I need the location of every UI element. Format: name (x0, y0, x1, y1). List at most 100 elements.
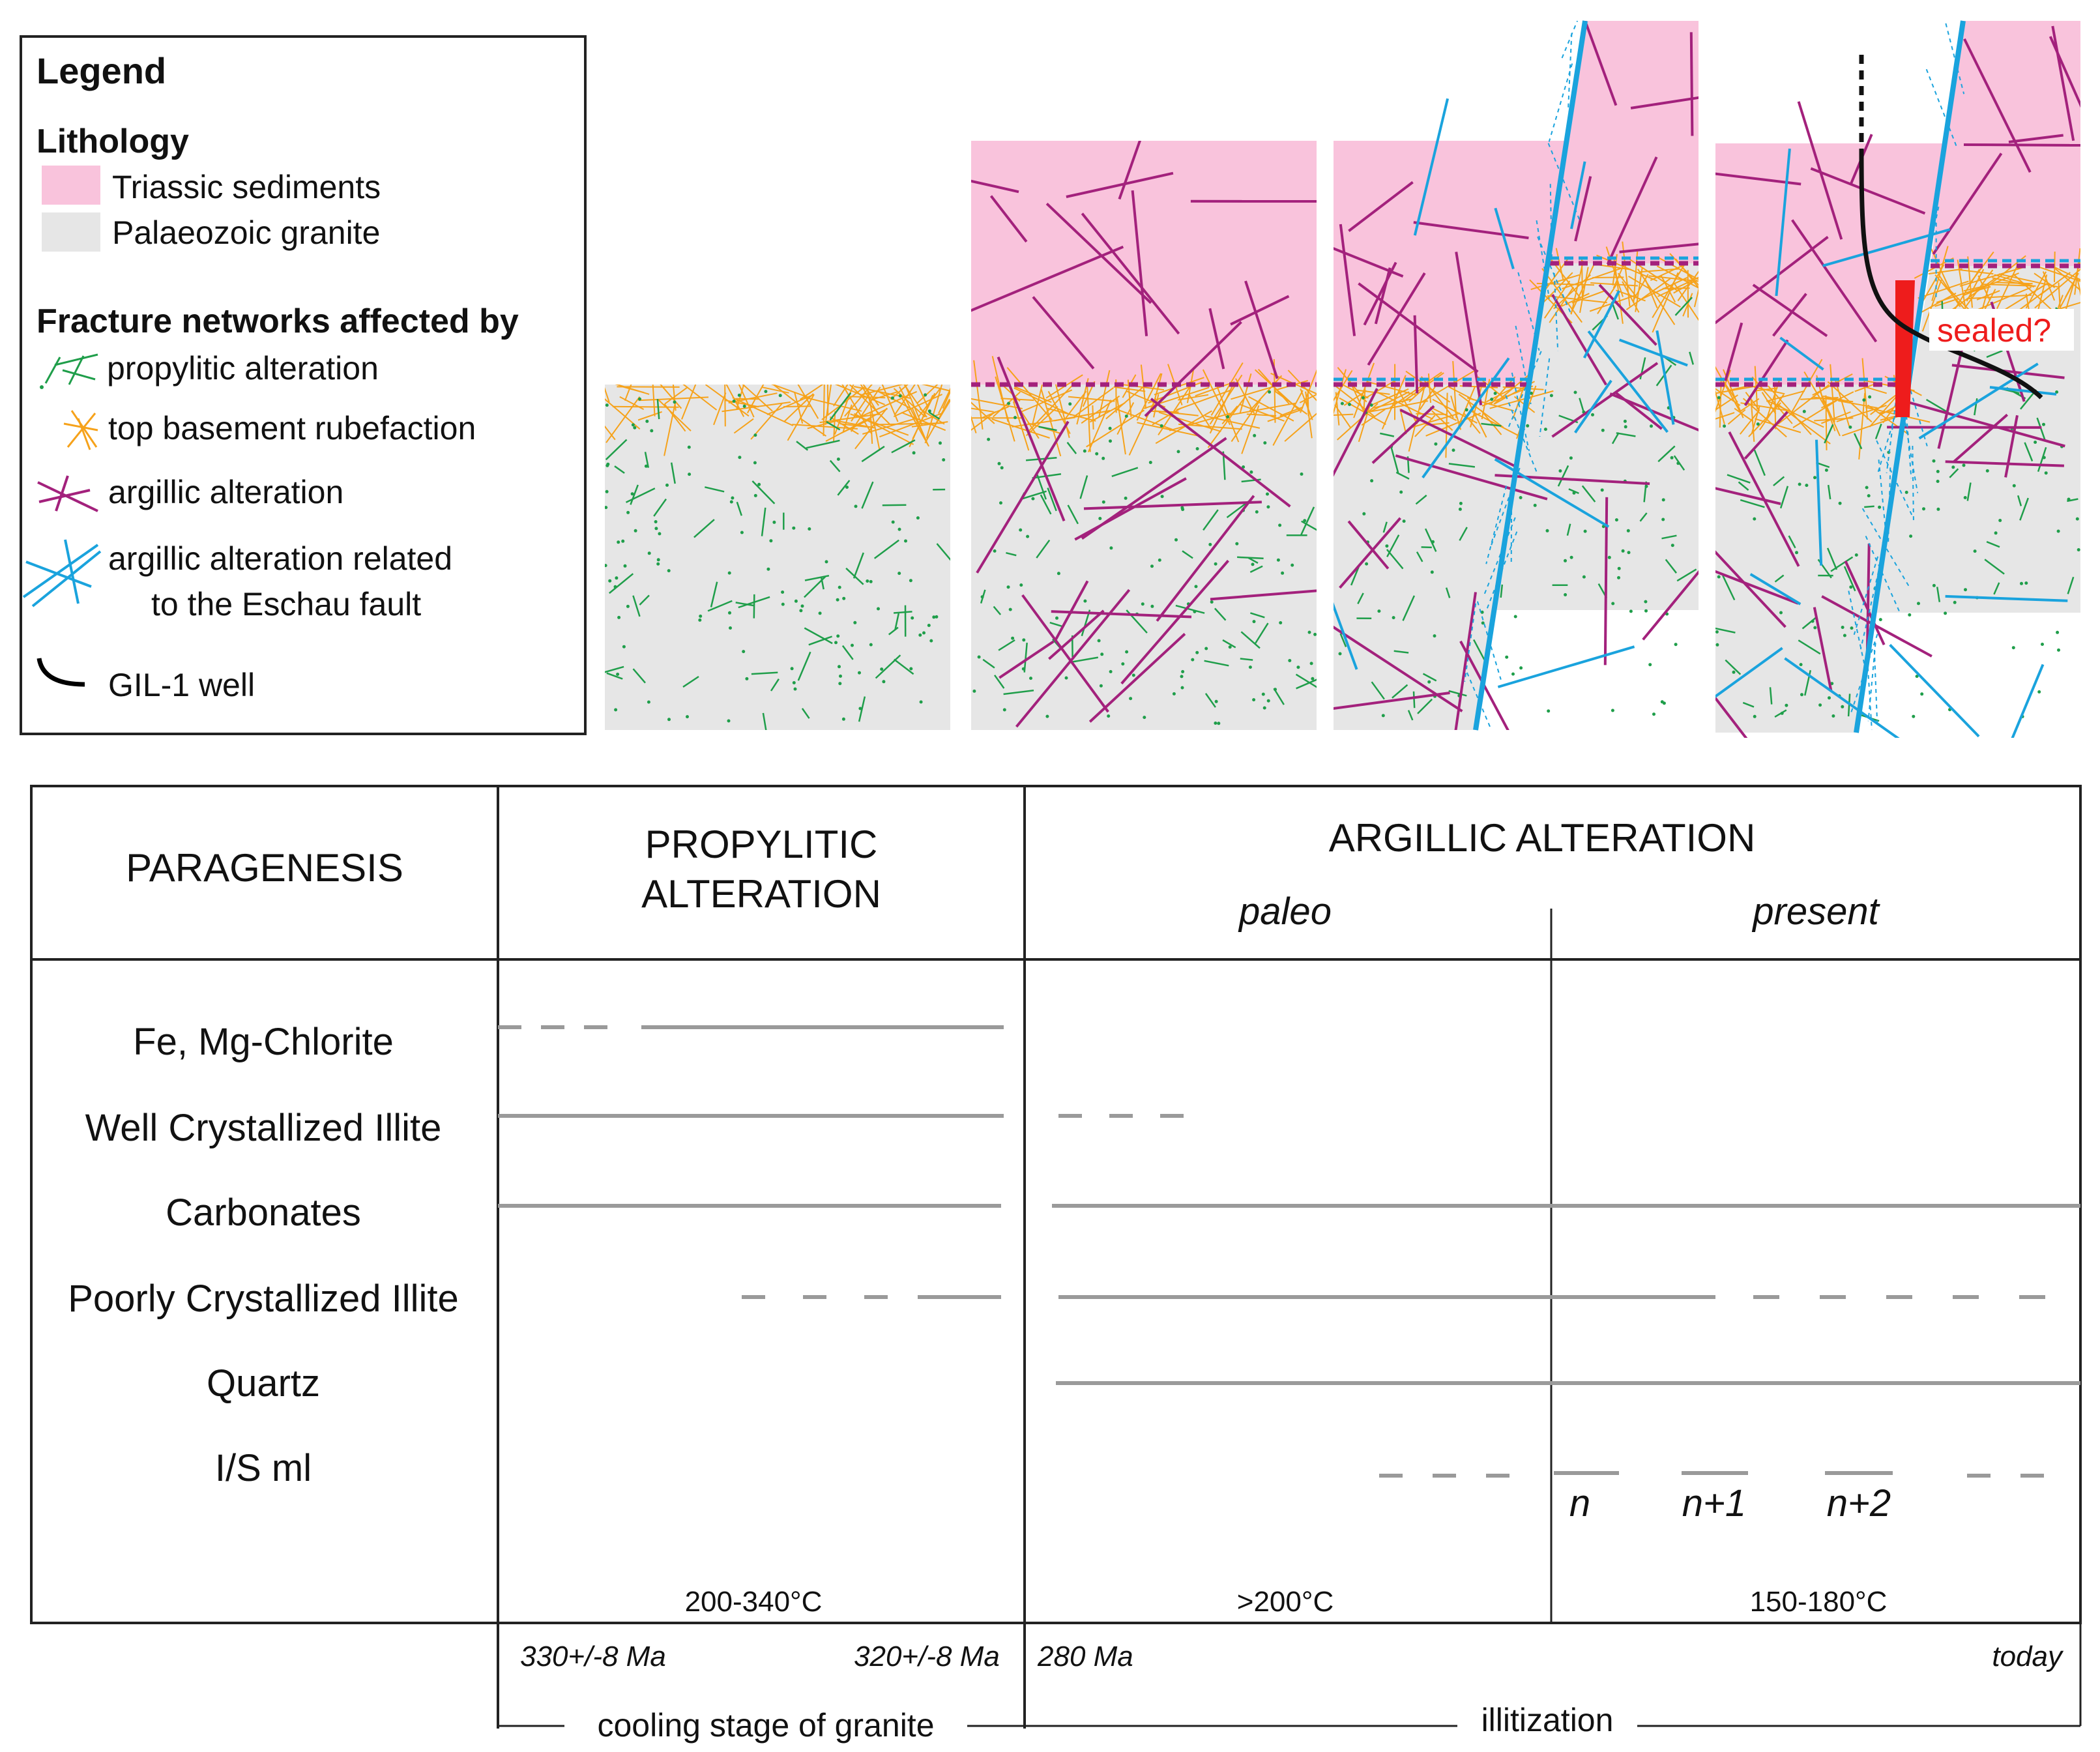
fracture-line (971, 398, 1023, 409)
fracture-dot (2057, 648, 2060, 652)
fracture-line (849, 385, 890, 425)
fracture-dot (1670, 544, 1674, 548)
fracture-line (1603, 497, 1609, 665)
fracture-line (993, 675, 1005, 689)
fracture-line (1617, 272, 1639, 300)
fracture-line (1626, 278, 1671, 311)
fracture-dot (1235, 542, 1239, 546)
fracture-dot (1131, 673, 1135, 677)
fracture-dot (1109, 546, 1113, 550)
fracture-line (1070, 656, 1099, 664)
fracture-dot (1191, 658, 1195, 662)
fracture-dot (729, 626, 732, 630)
fracture-line (942, 390, 950, 409)
fracture-dot (916, 516, 920, 520)
fracture-line (1249, 375, 1283, 411)
section-4-gil1-well (1859, 151, 2043, 400)
fracture-line (1026, 405, 1058, 437)
sealed-label-bg (1929, 309, 2074, 351)
fracture-line (1727, 474, 1751, 484)
fracture-dot (645, 419, 649, 423)
fracture-line (1047, 488, 1057, 512)
fracture-dot (727, 571, 731, 575)
fracture-line (2051, 25, 2075, 141)
fracture-dot (665, 483, 669, 487)
fracture-line (1240, 658, 1253, 661)
fracture-line (999, 640, 1055, 679)
fracture-dot (1083, 599, 1087, 603)
fracture-line (1674, 297, 1693, 316)
fracture-dot (993, 549, 997, 553)
fracture-line (1963, 38, 2032, 173)
fracture-line (1583, 21, 1618, 106)
fracture-dot (1392, 616, 1395, 620)
fracture-line (1934, 298, 1959, 307)
fracture-dot (1362, 512, 1366, 516)
fracture-line (1207, 396, 1247, 448)
fracture-dot (605, 506, 608, 510)
fracture-line (1210, 362, 1244, 416)
fracture-line (1120, 383, 1165, 391)
fracture-line (792, 424, 858, 430)
fracture-line (1966, 269, 1985, 302)
fracture-dot (1268, 390, 1272, 394)
fracture-line (1372, 398, 1412, 409)
fracture-line (894, 658, 914, 675)
fracture-dot (647, 551, 651, 555)
fracture-line (1749, 573, 1801, 606)
fracture-line (1380, 432, 1395, 437)
fracture-line (854, 407, 888, 450)
fracture-line (738, 385, 755, 418)
fracture-dot (836, 598, 839, 602)
fracture-line (797, 385, 819, 419)
fracture-dot (1607, 555, 1611, 559)
fracture-dot (1644, 609, 1648, 613)
fracture-line (833, 385, 849, 407)
fracture-dot (1307, 630, 1311, 634)
fracture-line (1014, 387, 1072, 416)
fracture-line (1098, 370, 1111, 418)
fracture-line (614, 465, 625, 474)
fracture-line (1813, 607, 1833, 692)
fracture-line (1334, 413, 1354, 416)
fracture-line (1497, 645, 1635, 688)
fracture-line (1178, 394, 1209, 401)
fracture-dot (927, 624, 931, 627)
fracture-line (893, 388, 926, 418)
age-280: 280 Ma (1037, 1641, 1133, 1672)
fracture-dot (1848, 425, 1852, 429)
fracture-line (1390, 445, 1399, 473)
fracture-line (842, 404, 853, 432)
fracture-dot (1068, 402, 1072, 406)
fracture-line (761, 507, 766, 536)
fracture-line (861, 390, 918, 417)
fracture-dot (1148, 461, 1152, 464)
illitization-label: illitization (1481, 1702, 1614, 1738)
fracture-dot (1064, 676, 1068, 680)
fracture-line (1963, 283, 1993, 292)
fracture-dot (2011, 646, 2015, 650)
fracture-dot (1365, 562, 1369, 566)
fracture-line (894, 613, 900, 630)
fracture-dot (1920, 692, 1924, 696)
fracture-dot (1458, 507, 1462, 511)
argillic-label: argillic alteration (108, 474, 343, 510)
fracture-dot (764, 390, 768, 394)
fracture-line (1944, 21, 1965, 95)
fracture-dot (1569, 456, 1573, 460)
fracture-dot (1263, 441, 1267, 445)
fracture-dot (1141, 602, 1145, 606)
fracture-line (901, 397, 929, 447)
fracture-dot (866, 579, 869, 583)
fracture-line (1393, 650, 1409, 654)
fracture-line (1416, 551, 1423, 562)
fracture-line (1407, 710, 1414, 721)
fracture-dot (1660, 700, 1664, 704)
fracture-dot (1644, 600, 1648, 604)
fracture-line (1740, 398, 1760, 413)
fracture-line (1347, 520, 1390, 570)
section-3-propylitic-fractures (1338, 297, 1697, 721)
fracture-dot (1756, 422, 1760, 426)
fracture-line (1967, 294, 2032, 300)
fracture-dot (1381, 714, 1385, 718)
